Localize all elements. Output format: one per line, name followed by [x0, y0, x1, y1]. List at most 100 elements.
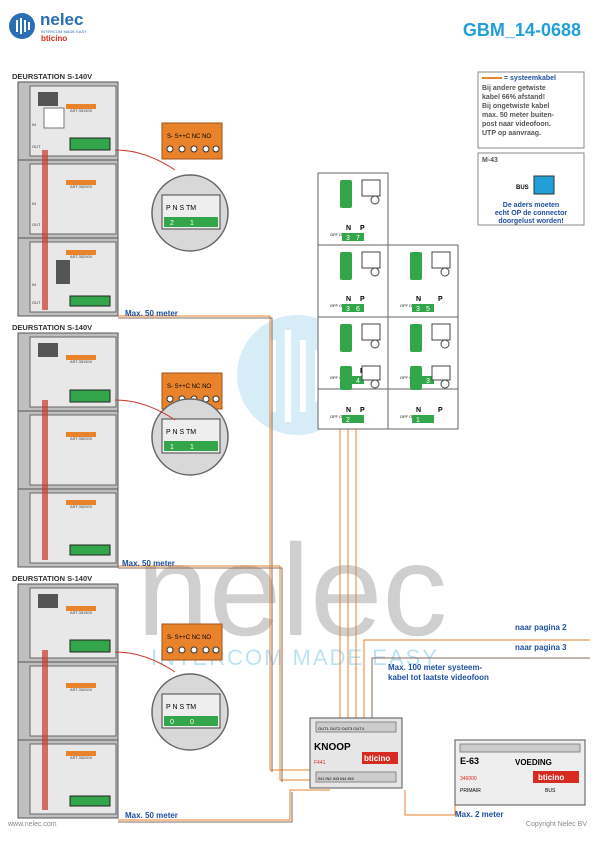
header-logo: nelec INTERCOM MADE EASY bticino — [8, 10, 118, 44]
config-value: 0 — [170, 719, 174, 726]
riser-cable — [42, 650, 48, 810]
off-on-label: OFF ON — [400, 303, 415, 308]
monitor-n-value: 3 — [416, 306, 420, 313]
in-label: IN — [32, 282, 36, 287]
m43-title: M-43 — [482, 157, 498, 164]
out-label: OUT — [32, 300, 41, 305]
monitor-p-value: 7 — [356, 235, 360, 242]
article-label: ART.352000 — [70, 436, 93, 441]
door-panel-mid: ART.352000 — [17, 410, 119, 490]
off-on-label: OFF ON — [330, 303, 345, 308]
np-p: P — [438, 407, 443, 414]
monitor-n-value: 3 — [346, 306, 350, 313]
cable-length-label: Max. 50 meter — [125, 811, 178, 820]
terminal-labels: S- S++C NC NO — [167, 134, 211, 140]
monitor-p-value: 4 — [356, 378, 360, 385]
voeding-bus: BUS — [545, 788, 556, 794]
knoop-distributor: OUT1 OUT2 OUT3 OUT4 KNOOP F441 bticino I… — [309, 717, 403, 789]
config-magnifier-1: P N S TM 2 1 — [151, 174, 229, 252]
m43-note1: De aders moeten — [503, 202, 559, 209]
terminal-block-3: S- S++C NC NO — [161, 623, 223, 661]
door-panel-top: ART.351500 — [17, 332, 119, 412]
m43-box: M-43 BUS De aders moeten echt OP de conn… — [477, 152, 585, 226]
terminal-block-1: S- S++C NC NO — [161, 122, 223, 160]
cable-length-label: Max. 50 meter — [125, 309, 178, 318]
knoop-bottom-labels: IN1 IN2 IN3 IN4 IN5 — [318, 776, 354, 781]
cable-length-label: Max. 50 meter — [122, 559, 175, 568]
legend-line5: max. 50 meter buiten- — [482, 112, 555, 119]
door-panel-bottom: ART.352000 — [17, 488, 119, 568]
voeding-power-supply: E-63 VOEDING 346000 bticino PRIMAIR BUS — [454, 739, 586, 806]
off-on-label: OFF ON — [400, 375, 415, 380]
monitor-7: OFF ON N P 1 — [400, 365, 451, 424]
m43-bus: BUS — [516, 185, 529, 191]
config-value: 1 — [190, 444, 194, 451]
door-panel-mid: ART.352000 IN OUT — [17, 159, 119, 239]
door-panel-mid: ART.352000 — [17, 661, 119, 741]
door-panel-top: ART.351500 IN OUT — [17, 81, 119, 161]
voeding-title: VOEDING — [515, 758, 552, 767]
np-p: P — [360, 407, 365, 414]
monitor-n-value: 2 — [346, 417, 350, 424]
article-label: ART.351500 — [70, 610, 93, 615]
monitor-2: OFF ON N P 3 6 — [330, 251, 381, 313]
monitor-p-value: 3 — [426, 378, 430, 385]
max-2-label: Max. 2 meter — [455, 810, 503, 819]
door-station-label: DEURSTATION S-140V — [12, 323, 92, 332]
monitor-n-value: 3 — [346, 235, 350, 242]
article-label: ART.351500 — [70, 359, 93, 364]
monitor-3: OFF ON N P 3 5 — [400, 251, 451, 313]
partner-brand: bticino — [41, 34, 68, 43]
door-panel-bottom: ART.352000 IN OUT — [17, 237, 119, 317]
monitor-p-value: 5 — [426, 306, 430, 313]
knoop-model: F441 — [314, 760, 326, 766]
in-label: IN — [32, 201, 36, 206]
config-labels: P N S TM — [166, 704, 196, 711]
config-value: 0 — [190, 719, 194, 726]
off-on-label: OFF ON — [330, 232, 345, 237]
config-value: 2 — [170, 220, 174, 227]
terminal-labels: S- S++C NC NO — [167, 384, 211, 390]
knoop-top-labels: OUT1 OUT2 OUT3 OUT4 — [318, 726, 365, 731]
config-labels: P N S TM — [166, 205, 196, 212]
footer-copyright: Copyright Nelec BV — [525, 821, 587, 828]
terminal-labels: S- S++C NC NO — [167, 635, 211, 641]
max-100-line1: Max. 100 meter systeem- — [388, 663, 483, 672]
np-n: N — [346, 296, 351, 303]
legend-line3: kabel 66% afstand! — [482, 94, 545, 101]
legend-box: = systeemkabel Bij andere getwiste kabel… — [477, 71, 585, 149]
monitor-grid: OFF ON N P 3 7 OFF ON N P 3 6 OFF ON N P — [317, 172, 459, 430]
np-p: P — [360, 225, 365, 232]
article-label: ART.352000 — [70, 504, 93, 509]
brand-tagline: INTERCOM MADE EASY — [41, 29, 87, 34]
monitor-unit — [387, 388, 459, 430]
article-label: ART.352000 — [70, 687, 93, 692]
voeding-primair: PRIMAIR — [460, 788, 481, 794]
article-label: ART.352000 — [70, 755, 93, 760]
page-ref-2: naar pagina 2 — [515, 623, 567, 632]
knoop-title: KNOOP — [314, 742, 351, 753]
door-station-group-2: DEURSTATION S-140V ART.351500 ART.352000… — [12, 323, 119, 568]
config-value: 1 — [170, 444, 174, 451]
out-label: OUT — [32, 144, 41, 149]
door-station-group-1: DEURSTATION S-140V ART.351500 IN OUT ART… — [12, 72, 119, 317]
monitor-6: OFF ON N P 2 — [330, 365, 381, 424]
m43-note2: echt OP de connector — [495, 210, 567, 217]
max-100-line2: kabel tot laatste videofoon — [388, 673, 489, 682]
monitor-n-value: 1 — [416, 417, 420, 424]
riser-cable — [42, 400, 48, 560]
article-label: ART.352000 — [70, 184, 93, 189]
np-n: N — [346, 225, 351, 232]
legend-line4: Bij ongetwiste kabel — [482, 103, 549, 110]
voeding-brand: bticino — [538, 773, 564, 782]
config-magnifier-3: P N S TM 0 0 — [151, 673, 229, 751]
footer-website[interactable]: www.nelec.com — [8, 821, 57, 828]
monitor-p-value: 6 — [356, 306, 360, 313]
nelec-logo-icon — [9, 13, 35, 39]
page-ref-3: naar pagina 3 — [515, 643, 567, 652]
voeding-model: E-63 — [460, 756, 479, 766]
in-label: IN — [32, 122, 36, 127]
config-value: 1 — [190, 220, 194, 227]
np-n: N — [346, 407, 351, 414]
